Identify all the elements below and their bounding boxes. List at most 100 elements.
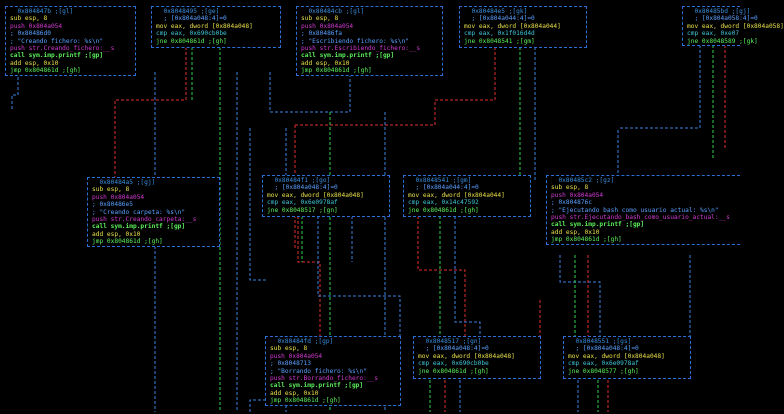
instruction-line: sub esp, 8 xyxy=(270,345,308,353)
instruction-line: jmp 0x804861d ;[gh] xyxy=(10,67,81,75)
instruction-line: ; [0x804a058:4]=0 xyxy=(687,15,758,23)
instruction-line: ; "Escribiendo fichero: %s\n" xyxy=(301,37,410,45)
instruction-line: cmp eax, 0x1f016d4d xyxy=(464,30,535,38)
instruction-line: add esp, 0x10 xyxy=(551,228,600,236)
instruction-line: ; 0x80486fa xyxy=(301,30,342,38)
edge-uncond xyxy=(317,216,401,336)
edge-uncond xyxy=(559,255,601,336)
instruction-line: 0x80484a5 ;[gj] xyxy=(92,179,156,186)
instruction-line: cmp eax, 0x690cb0be xyxy=(418,360,489,368)
instruction-line: push 0x804a054 xyxy=(551,191,604,199)
instruction-line: mov eax, dword [0x804a044] xyxy=(408,191,505,199)
instruction-line: add esp, 0x10 xyxy=(92,230,141,238)
instruction-line: 0x80485bd ;[gj] xyxy=(687,8,751,15)
instruction-line: 0x8048551 ;[gs] xyxy=(568,338,632,345)
edge-uncond xyxy=(269,72,351,113)
edge-false xyxy=(417,216,466,336)
instruction-line: 0x80485c2 ;[gz] xyxy=(551,177,615,184)
instruction-line: push str.Borrando_fichero:__s xyxy=(270,375,379,383)
instruction-line: ; [0x804a044:4]=0 xyxy=(464,15,535,23)
instruction-line: jmp 0x804861d ;[gh] xyxy=(551,236,622,244)
instruction-line: ; [0x804a048:4]=0 xyxy=(568,345,639,353)
instruction-line: ; 0x804876c xyxy=(551,199,592,207)
instruction-line: sub esp, 8 xyxy=(301,15,339,23)
instruction-line: jne 0x804861d ;[gh] xyxy=(156,37,227,45)
edge-uncond xyxy=(249,128,268,281)
instruction-line: add esp, 0x10 xyxy=(270,389,319,397)
instruction-line: ; [0x804a048:4]=0 xyxy=(418,345,489,353)
instruction-line: jne 0x8048577 ;[gh] xyxy=(568,367,639,375)
instruction-line: call sym.imp.printf ;[gp] xyxy=(10,52,104,60)
instruction-line: ; "Borrando fichero: %s\n" xyxy=(270,367,367,375)
instruction-line: jmp 0x804861d ;[gh] xyxy=(92,238,163,246)
instruction-line: ; 0x80486e5 xyxy=(92,201,133,209)
instruction-line: 0x80484f1 ;[go] xyxy=(267,177,331,184)
instruction-line: ; "Creando carpeta: %s\n" xyxy=(92,208,186,216)
instruction-line: 0x804847b ;[gl] xyxy=(10,8,74,15)
instruction-line: push str.Creando_carpeta:__s xyxy=(92,216,197,224)
instruction-line: push str.Escribiendo_fichero:__s xyxy=(301,45,421,53)
instruction-line: 0x80484e5 ;[gk] xyxy=(464,8,528,15)
instruction-line: ; 0x8048713 xyxy=(270,360,311,368)
instruction-line: add esp, 0x10 xyxy=(301,59,350,67)
instruction-line: 0x8048517 ;[gn] xyxy=(418,338,482,345)
edge-false xyxy=(297,216,321,336)
instruction-line: push str.Ejecutando_bash_como_usuario_ac… xyxy=(551,214,730,222)
instruction-line: jmp 0x804861d ;[gh] xyxy=(270,397,341,405)
instruction-line: jne 0x8048541 ;[gm] xyxy=(464,37,535,45)
instruction-line: ; [0x804a048:4]=0 xyxy=(267,184,338,192)
instruction-line: mov eax, dword [0x804a048] xyxy=(267,191,364,199)
instruction-line: 0x8048541 ;[gm] xyxy=(408,177,472,184)
edge-uncond xyxy=(11,77,19,110)
instruction-line: ; [0x804a044:4]=0 xyxy=(408,184,479,192)
instruction-line: jne 0x804861d ;[gh] xyxy=(418,367,489,375)
cfg-edges xyxy=(11,45,726,412)
edge-uncond xyxy=(249,399,265,412)
instruction-line: push 0x804a054 xyxy=(301,22,354,30)
instruction-line: add esp, 0x10 xyxy=(10,59,59,67)
edge-uncond xyxy=(618,45,701,129)
instruction-line: 0x80484fd ;[gp] xyxy=(270,338,334,345)
instruction-line: ; 0x80486d0 xyxy=(10,30,51,38)
instruction-line: sub esp, 8 xyxy=(551,184,589,192)
instruction-line: push 0x804a054 xyxy=(270,352,323,360)
instruction-line: mov eax, dword [0x804a058] xyxy=(687,22,784,30)
instruction-line: cmp eax, 0x6e0978af xyxy=(267,199,338,207)
edge-uncond xyxy=(454,216,481,336)
instruction-line: cmp eax, 0xe07 xyxy=(687,30,740,38)
instruction-line: mov eax, dword [0x804a044] xyxy=(464,22,561,30)
instruction-line: ; [0x804a048:4]=0 xyxy=(156,15,227,23)
instruction-line: call sym.imp.printf ;[gp] xyxy=(270,382,364,390)
instruction-line: call sym.imp.printf ;[gp] xyxy=(551,221,645,229)
instruction-line: mov eax, dword [0x804a048] xyxy=(568,352,665,360)
instruction-line: mov eax, dword [0x804a048] xyxy=(418,352,515,360)
instruction-line: call sym.imp.printf ;[gp] xyxy=(92,223,186,231)
edge-false xyxy=(295,47,496,126)
edge-false xyxy=(114,47,187,178)
instruction-line: jne 0x804861d ;[gh] xyxy=(408,206,479,214)
instruction-line: push str.Creando_fichero:__s xyxy=(10,45,115,53)
instruction-line: sub esp, 8 xyxy=(10,15,48,23)
instruction-line: jmp 0x804861d ;[gh] xyxy=(301,67,372,75)
instruction-line: jne 0x8048589 ;[gk] xyxy=(687,37,758,45)
instruction-line: mov eax, dword [0x804a048] xyxy=(156,22,253,30)
instruction-line: sub esp, 8 xyxy=(92,186,130,194)
instruction-line: ; "Creando fichero: %s\n" xyxy=(10,37,104,45)
instruction-line: 0x80484cb ;[gl] xyxy=(301,8,365,15)
instruction-line: cmp eax, 0x690cb0be xyxy=(156,30,227,38)
instruction-line: push 0x804a054 xyxy=(10,22,63,30)
instruction-line: cmp eax, 0x6e0978af xyxy=(568,360,639,368)
instruction-line: ; "Ejecutando bash como usuario actual: … xyxy=(551,206,719,214)
